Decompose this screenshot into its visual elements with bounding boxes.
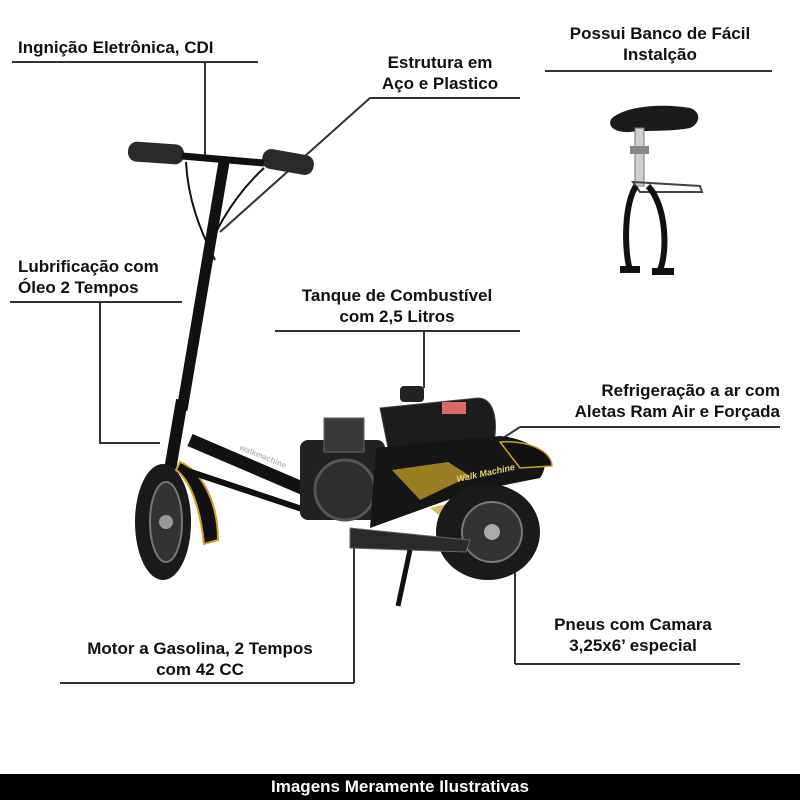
label-cooling: Refrigeração a ar com Aletas Ram Air e F… <box>508 380 780 422</box>
label-ignition: Ingnição Eletrônica, CDI <box>18 37 214 58</box>
tank-sticker <box>442 402 466 414</box>
seat-foot-right <box>652 268 674 275</box>
fuel-cap <box>400 386 424 402</box>
scooter-illustration <box>127 141 553 607</box>
rear-hub <box>484 524 500 540</box>
label-cooling-line-1: Refrigeração a ar com <box>601 381 780 400</box>
seat-clamp <box>630 146 649 154</box>
label-lubrication-line-1: Lubrificação com <box>18 257 159 276</box>
seat-leg-left <box>623 184 639 271</box>
label-motor-line-1: Motor a Gasolina, 2 Tempos <box>87 639 313 658</box>
label-tires-line-2: 3,25x6’ especial <box>569 636 697 655</box>
carburetor <box>323 417 365 453</box>
right-grip <box>262 149 314 175</box>
label-tank-line-1: Tanque de Combustível <box>301 286 493 305</box>
label-cooling-line-2: Aletas Ram Air e Forçada <box>574 402 780 421</box>
rear-fender <box>498 441 553 469</box>
seat-leg-right <box>645 183 668 272</box>
seat-foot-left <box>620 266 640 273</box>
label-seat: Possui Banco de Fácil Instalção <box>540 23 780 65</box>
seat-post <box>634 127 645 187</box>
label-seat-line-1: Possui Banco de Fácil <box>569 24 751 43</box>
kickstand <box>395 549 413 607</box>
fork <box>164 398 188 472</box>
label-ignition-line-1: Ingnição Eletrônica, CDI <box>18 38 214 57</box>
label-lubrication-line-2: Óleo 2 Tempos <box>18 278 139 297</box>
label-tires: Pneus com Camara 3,25x6’ especial <box>528 614 738 656</box>
label-tires-line-1: Pneus com Camara <box>554 615 712 634</box>
label-structure-line-1: Estrutura em <box>387 53 493 72</box>
steering-column <box>176 161 230 411</box>
frame-lower <box>184 467 321 518</box>
leader-structure <box>219 97 520 233</box>
seat-cushion <box>610 105 699 133</box>
label-motor: Motor a Gasolina, 2 Tempos com 42 CC <box>60 638 340 680</box>
label-lubrication: Lubrificação com Óleo 2 Tempos <box>18 256 159 298</box>
front-hub <box>159 515 173 529</box>
fairing-decal-1 <box>392 462 470 500</box>
label-structure: Estrutura em Aço e Plastico <box>360 52 520 94</box>
recoil-starter <box>313 458 377 522</box>
seat-illustration <box>610 105 704 275</box>
label-tank: Tanque de Combustível com 2,5 Litros <box>272 285 522 327</box>
label-structure-line-2: Aço e Plastico <box>381 74 499 93</box>
leader-lubrication-drop <box>99 302 160 444</box>
label-motor-line-2: com 42 CC <box>156 660 244 679</box>
label-seat-line-2: Instalção <box>623 45 697 64</box>
left-grip <box>127 141 185 165</box>
label-tank-line-2: com 2,5 Litros <box>339 307 455 326</box>
disclaimer-footer: Imagens Meramente Ilustrativas <box>0 774 800 800</box>
leader-lines <box>10 61 780 684</box>
exhaust <box>349 527 471 553</box>
handlebar <box>181 152 265 167</box>
seat-rack <box>630 180 704 193</box>
